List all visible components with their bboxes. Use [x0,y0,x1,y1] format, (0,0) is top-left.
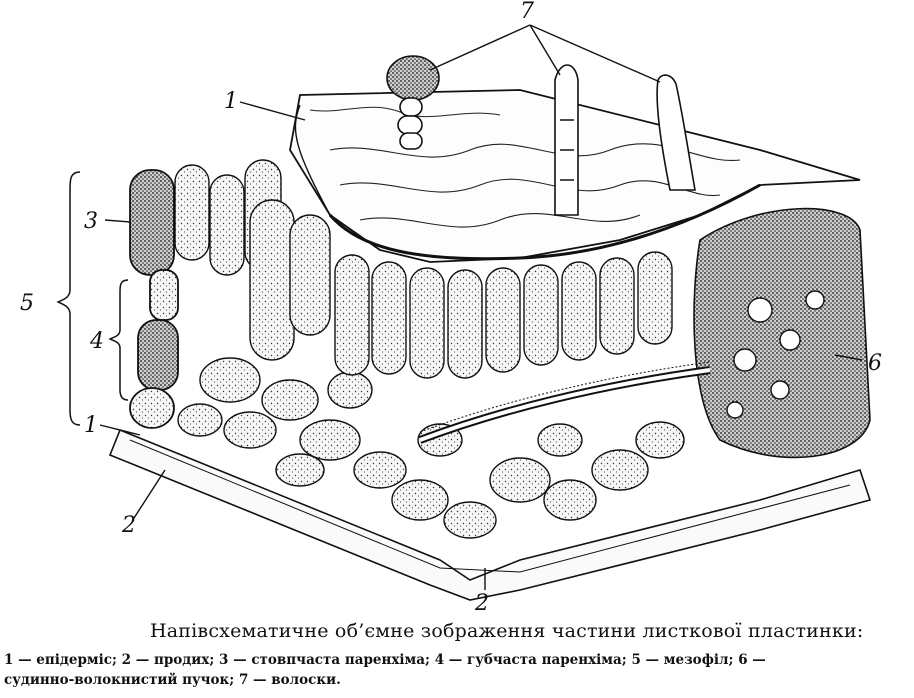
bracket-spongy [108,279,129,401]
legend-line-2: судинно-волокнистий пучок; 7 — волоски. [4,672,341,688]
label-1-top: 1 [224,89,238,114]
vascular-bundle [693,207,871,459]
label-4: 4 [89,329,104,354]
label-2-left: 2 [121,513,136,538]
legend-line-1: 1 — епідерміс; 2 — продих; 3 — стовпчаст… [4,652,766,668]
palisade-parenchyma [174,159,673,379]
spongy-parenchyma [177,357,685,539]
caption-title: Напівсхематичне об’ємне зображення части… [150,620,864,642]
label-1-bottom: 1 [84,413,98,438]
label-2-bottom: 2 [474,591,489,616]
label-5: 5 [20,291,34,316]
callout-labels: 7 1 3 5 4 1 2 2 6 [20,0,882,616]
lower-epidermis [108,428,872,601]
lateral-vein [418,361,711,444]
label-6: 6 [868,351,882,376]
leaf-blade-diagram: 7 1 3 5 4 1 2 2 6 [20,0,882,616]
simple-hair-left [554,64,579,216]
glandular-hair [386,55,440,150]
simple-hair-right [656,74,696,191]
palisade-cell-side [129,169,179,429]
caption-legend: 1 — епідерміс; 2 — продих; 3 — стовпчаст… [4,650,904,690]
label-7: 7 [520,0,534,24]
label-3: 3 [84,209,98,234]
bracket-mesophyll [56,171,81,426]
leader-lines [99,24,863,590]
